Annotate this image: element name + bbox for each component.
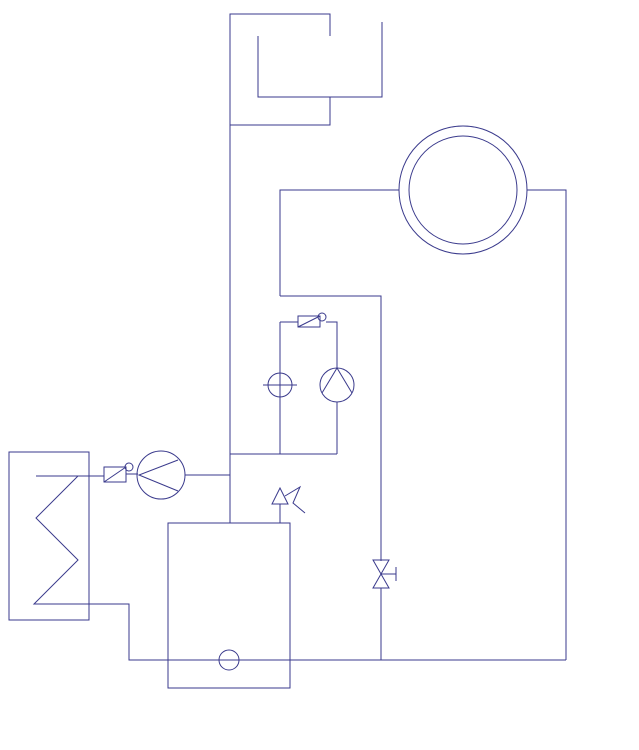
safety-relief-valve bbox=[271, 485, 306, 523]
bypass-pipe bbox=[280, 295, 382, 561]
boiler-vessel bbox=[167, 522, 291, 689]
check-valve bbox=[263, 322, 297, 454]
motorized-valve-top bbox=[297, 312, 327, 328]
exchanger-return-pipe bbox=[89, 603, 566, 661]
radiator-ring bbox=[398, 125, 528, 255]
expansion-tank bbox=[229, 13, 383, 126]
exchanger-pump bbox=[136, 450, 186, 500]
circulation-pump bbox=[319, 367, 355, 454]
coil-heat-exchanger bbox=[8, 451, 90, 621]
return-pipe-right bbox=[527, 189, 567, 660]
valve-to-pump-pipe bbox=[326, 321, 338, 368]
supply-pipe-top bbox=[279, 189, 399, 296]
motorized-valve-left bbox=[103, 462, 134, 483]
hand-valve bbox=[372, 559, 397, 660]
